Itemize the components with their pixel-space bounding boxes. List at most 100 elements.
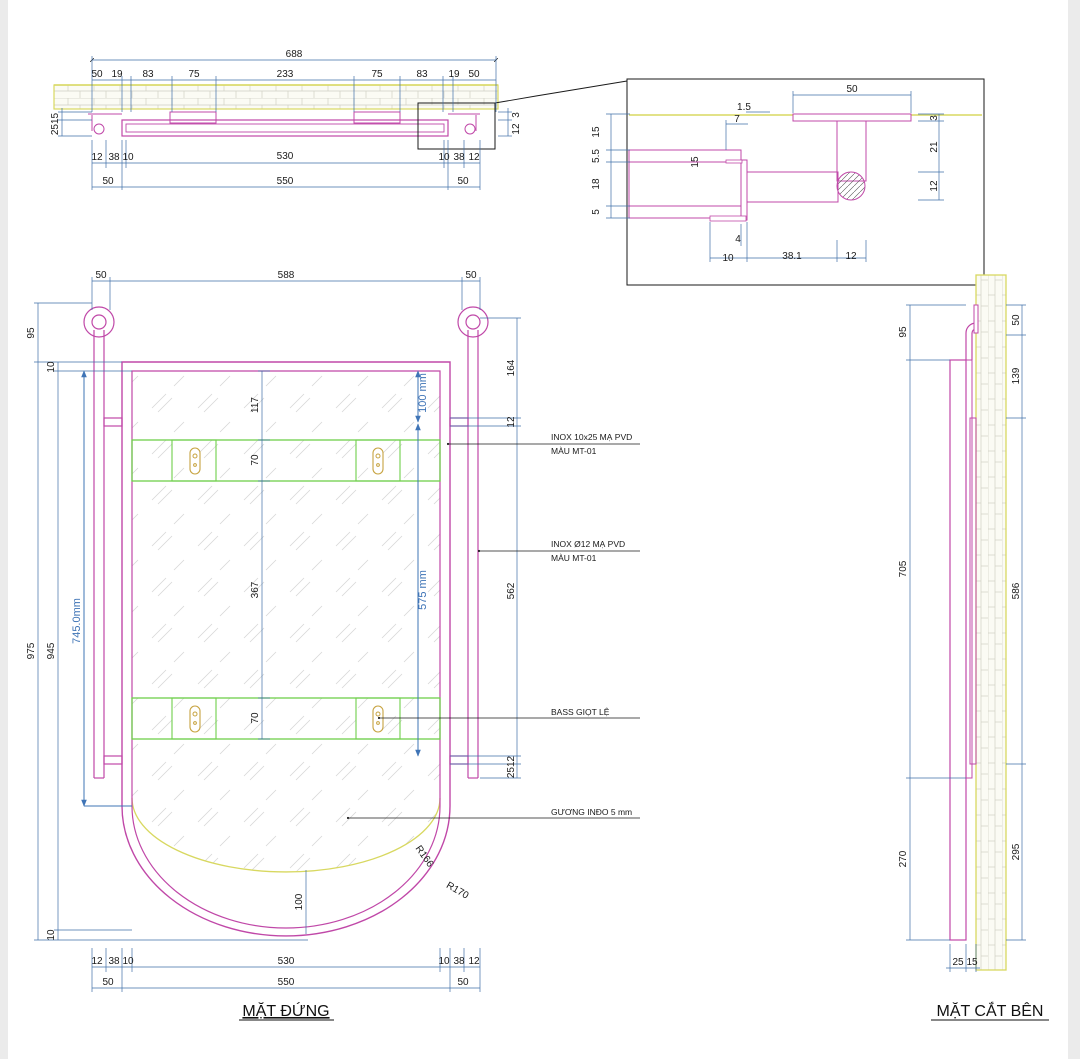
front-dimension-lines: [34, 277, 521, 992]
annotation-label: INOX 10x25 MẠ PVD: [551, 432, 632, 442]
side-dimension-lines: [906, 304, 1026, 972]
dim-detail-left: 5: [591, 209, 602, 215]
dim-detail-bottom: 10: [722, 253, 734, 264]
drawing-sheet: 688 50 19 83 75 233 75 83 19 50 2515 3 1…: [8, 0, 1068, 1059]
dim-top-seg: 83: [416, 69, 428, 80]
dim-front-bottom1: 10: [438, 956, 450, 967]
dim-front-left: 975: [26, 642, 37, 659]
dim-detail-right: 21: [929, 141, 940, 153]
dim-detail-small: 1.5: [737, 102, 751, 113]
dim-detail-left: 18: [591, 178, 602, 190]
dim-top-mid: 10: [438, 152, 450, 163]
side-view-title: MẶT CẮT BÊN: [937, 1001, 1044, 1020]
dim-top-right-vert: 12: [511, 123, 522, 135]
dim-top-total: 688: [286, 49, 303, 60]
dim-detail-right: 12: [929, 180, 940, 192]
dim-front-top: 50: [465, 270, 477, 281]
dim-top-mid: 12: [91, 152, 103, 163]
dim-top-left-vert: 2515: [50, 112, 61, 135]
detail-dimension-lines: [606, 91, 944, 262]
dim-side-right: 586: [1011, 582, 1022, 599]
detail-callout-box: [417, 102, 496, 150]
dim-side-bottom: 25: [952, 957, 964, 968]
dim-front-right: 2512: [506, 755, 517, 778]
dim-top-seg: 83: [142, 69, 154, 80]
dim-front-left-inner: 10: [46, 361, 57, 373]
detail-view: 50 1.5 7 15 5.5 18 5 15 3 21 12 4 10 38.…: [591, 78, 985, 286]
dim-detail-bottom: 12: [845, 251, 857, 262]
dim-front-inner: 117: [250, 397, 261, 413]
dim-front-inner: 367: [250, 581, 261, 598]
dim-top-seg: 50: [468, 69, 480, 80]
teardrop-bracket-icon: [372, 447, 384, 475]
dim-detail-inner: 15: [690, 156, 701, 168]
dim-top-mid: 10: [122, 152, 134, 163]
dim-detail-small: 7: [734, 114, 740, 125]
dim-top-right-vert: 3: [511, 112, 522, 118]
dim-top-mid: 530: [277, 151, 294, 162]
mounting-bar-top: [131, 439, 441, 482]
front-view-title: MẶT ĐỨNG: [242, 1001, 329, 1020]
top-dimension-lines: [58, 56, 512, 190]
dim-side-bottom: 15: [966, 957, 978, 968]
dim-top-bottom: 50: [102, 176, 114, 187]
blue-measure-mid: 575 mm: [417, 570, 429, 610]
dim-front-left-inner: 10: [46, 929, 57, 941]
teardrop-bracket-icon: [372, 705, 384, 733]
top-plan-view: 688 50 19 83 75 233 75 83 19 50 2515 3 1…: [50, 49, 628, 190]
annotation-leaders: [346, 442, 640, 820]
dim-front-bottom-gap: 100: [294, 893, 305, 910]
dim-front-right: 562: [506, 582, 517, 599]
annotation-label: GƯƠNG INĐO 5 mm: [551, 807, 632, 817]
dim-top-seg: 233: [277, 69, 294, 80]
mounting-bar-bottom: [131, 697, 441, 740]
dim-front-bottom1: 10: [122, 956, 134, 967]
dim-top-seg: 19: [448, 69, 460, 80]
dim-front-right: 164: [506, 359, 517, 376]
dim-front-inner: 70: [250, 454, 261, 466]
mirror-frame-inner: [131, 370, 441, 929]
annotation-label: INOX Ø12 MẠ PVD: [551, 539, 625, 549]
dim-side-right: 50: [1011, 314, 1022, 326]
annotation-label: BASS GIỌT LỆ: [551, 707, 610, 717]
top-frame: [121, 119, 449, 137]
dim-front-right: 12: [506, 416, 517, 428]
dim-side-left: 270: [898, 850, 909, 867]
dim-front-bottom1: 38: [453, 956, 465, 967]
side-section-view: 95 705 270 50 139 586 295 25 15 MẶT CẮT …: [898, 274, 1049, 1021]
blue-measure-left: 745.0mm: [71, 598, 83, 644]
radius-outer-label: R170: [444, 880, 471, 902]
dim-top-seg: 50: [91, 69, 103, 80]
dim-detail-right: 3: [929, 115, 940, 121]
mirror-frame-outer: [121, 361, 451, 937]
mirror-glass: [132, 371, 440, 872]
dim-side-right: 139: [1011, 367, 1022, 384]
dim-front-bottom1: 530: [278, 956, 295, 967]
teardrop-bracket-icon: [189, 447, 201, 475]
teardrop-bracket-icon: [189, 705, 201, 733]
dim-front-bottom2: 50: [457, 977, 469, 988]
top-bracket-right: [353, 111, 401, 124]
dim-front-bottom1: 38: [108, 956, 120, 967]
dim-detail-left: 5.5: [591, 149, 602, 163]
dim-front-bottom1: 12: [91, 956, 103, 967]
dim-top-seg: 19: [111, 69, 123, 80]
blue-measure-top: 100 mm: [417, 373, 429, 413]
dim-front-top: 50: [95, 270, 107, 281]
front-elevation: 50 588 50 95 975 10 945 10 745.0mm 117 7…: [26, 270, 521, 1021]
annotation-sublabel: MÀU MT-01: [551, 553, 597, 563]
side-frame: [949, 359, 967, 941]
dim-detail-bottom: 4: [735, 234, 741, 245]
dim-side-left: 95: [898, 326, 909, 338]
dim-front-bottom1: 12: [468, 956, 480, 967]
dim-top-seg: 75: [371, 69, 383, 80]
dim-side-left: 705: [898, 560, 909, 577]
detail-frame: [626, 78, 985, 286]
dim-front-top: 588: [278, 270, 295, 281]
side-wall: [975, 274, 1007, 971]
dim-top-bottom: 550: [277, 176, 294, 187]
blue-measure-lines: [81, 370, 421, 807]
technical-drawing: 688 50 19 83 75 233 75 83 19 50 2515 3 1…: [26, 49, 1049, 1021]
dim-front-left-inner: 945: [46, 642, 57, 659]
dim-detail-left: 15: [591, 126, 602, 138]
